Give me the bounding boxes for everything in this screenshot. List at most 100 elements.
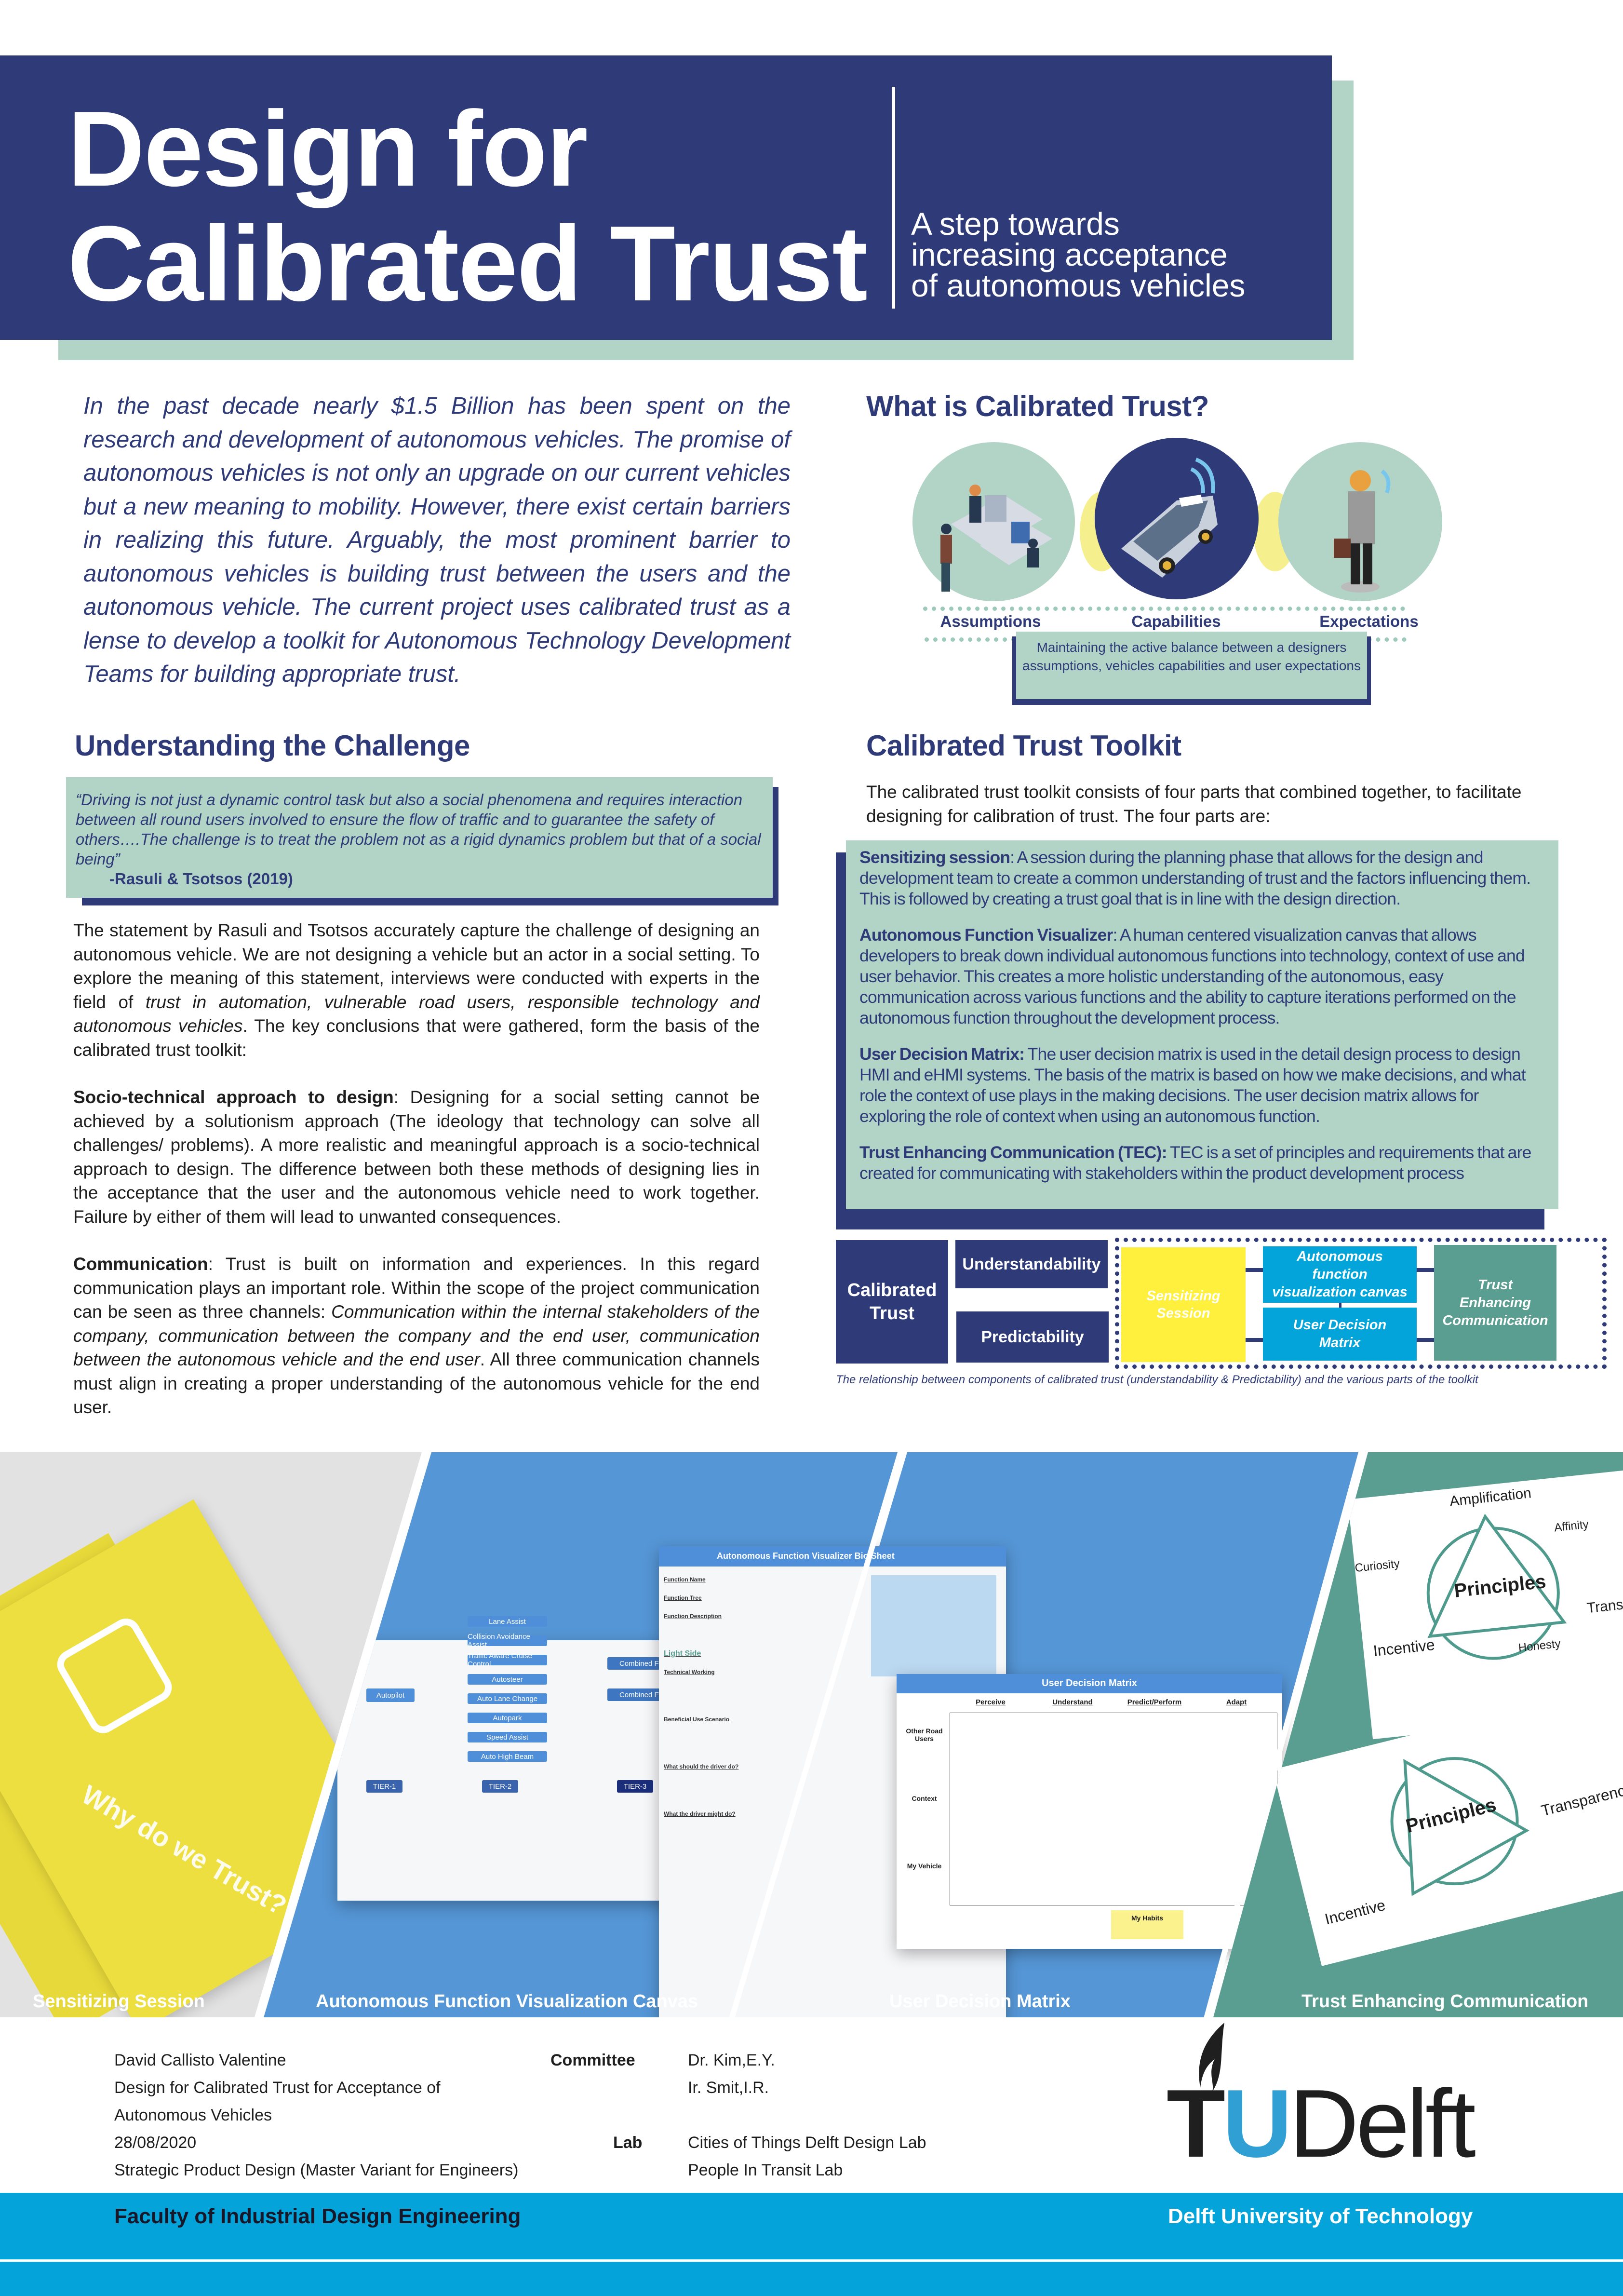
- part-text: TEC is a set of principles and requireme…: [859, 1143, 1531, 1183]
- my-habits-note: My Habits: [1111, 1910, 1183, 1939]
- logo-letter-t: T: [1167, 2070, 1225, 2177]
- light-side-label: Light Side: [664, 1649, 701, 1658]
- field-label: Function Description: [664, 1613, 722, 1620]
- part-text: : A human centered visualization canvas …: [859, 925, 1525, 1027]
- udm-row: Context: [912, 1795, 937, 1802]
- quote-source: -Rasuli & Tsotsos (2019): [109, 870, 293, 888]
- committee-member: Ir. Smit,I.R.: [688, 2079, 769, 2097]
- field-label: What should the driver do?: [664, 1763, 739, 1770]
- afv-tree-sheet: Autopilot Lane Assist Collision Avoidanc…: [337, 1616, 675, 1901]
- capabilities-illustration: [1095, 438, 1259, 599]
- tree-node: Autopark: [468, 1713, 547, 1723]
- committee-members: Dr. Kim,E.Y. Ir. Smit,I.R.: [688, 2047, 775, 2102]
- logo-delft: Delft: [1289, 2070, 1476, 2177]
- udm-column: Adapt: [1226, 1698, 1247, 1706]
- principles-diagram: [1390, 1757, 1529, 1896]
- principle-label: Curiosity: [1354, 1557, 1401, 1575]
- project-title: Autonomous Vehicles: [114, 2106, 272, 2124]
- field-label: What the driver might do?: [664, 1810, 736, 1817]
- bold-lead: Communication: [73, 1254, 208, 1274]
- tec-card-2: Principles Transparency Incentive: [1273, 1681, 1623, 1966]
- part-text: The user decision matrix is used in the …: [859, 1044, 1526, 1126]
- title-line-1: Design for: [67, 89, 588, 209]
- bio-sheet-title: Autonomous Function Visualizer Bio Sheet: [659, 1546, 1006, 1567]
- tu-delft-wordmark: TUDelft: [1167, 2076, 1476, 2172]
- subtitle-line: A step towards: [911, 206, 1120, 242]
- text: . The key conclusions that were gathered…: [73, 1016, 760, 1060]
- tier-label: TIER-2: [482, 1780, 518, 1793]
- logo-letter-u: U: [1222, 2070, 1292, 2177]
- tier-label: TIER-1: [366, 1780, 402, 1793]
- part-name: User Decision Matrix:: [859, 1044, 1025, 1064]
- italic-text: trust in automation, vulnerable road use…: [73, 992, 760, 1036]
- label-expectations: Expectations: [1319, 612, 1419, 630]
- field-label: Function Name: [664, 1576, 706, 1583]
- logo-tu: TU: [1167, 2070, 1292, 2177]
- udm-column: Perceive: [976, 1698, 1006, 1706]
- field-label: Technical Working: [664, 1669, 715, 1675]
- tree-node: Collision Avoidance Assist: [468, 1633, 547, 1649]
- challenge-paragraph: Communication: Trust is built on informa…: [73, 1252, 760, 1419]
- subtitle-line: of autonomous vehicles: [911, 268, 1246, 303]
- toolkit-heading: Calibrated Trust Toolkit: [866, 729, 1181, 762]
- faculty-name: Faculty of Industrial Design Engineering: [114, 2204, 521, 2228]
- text: The statement by Rasuli and Tsotsos accu…: [73, 920, 760, 1012]
- gallery-label-udm: User Decision Matrix: [889, 1991, 1071, 2012]
- challenge-paragraph: Socio-technical approach to design: Desi…: [73, 1085, 760, 1229]
- tier-label: TIER-3: [617, 1780, 653, 1793]
- title-line-2: Calibrated Trust: [67, 204, 868, 324]
- label-capabilities: Capabilities: [1131, 612, 1221, 630]
- connector-line: [1339, 1302, 1341, 1308]
- afv-canvas-box: Autonomous function visualization canvas: [1263, 1246, 1417, 1303]
- lab-name: People In Transit Lab: [688, 2161, 843, 2179]
- committee-member: Dr. Kim,E.Y.: [688, 2051, 775, 2069]
- author-name: David Callisto Valentine: [114, 2051, 286, 2069]
- booklet-title: Why do we Trust?: [76, 1779, 292, 1921]
- principles-diagram: [1426, 1513, 1567, 1660]
- bold-lead: Socio-technical approach to design: [73, 1087, 394, 1107]
- toolkit-part: Sensitizing session: A session during th…: [859, 847, 1547, 909]
- tree-node: Lane Assist: [468, 1616, 547, 1627]
- toolkit-gallery: Why do we Trust? Autopilot Lane Assist C…: [0, 1452, 1623, 2017]
- connector-line: [1417, 1338, 1434, 1342]
- challenge-heading: Understanding the Challenge: [75, 729, 470, 762]
- udm-columns: Perceive Understand Predict/Perform Adap…: [950, 1698, 1277, 1706]
- connector-line: [1417, 1268, 1434, 1272]
- tree-node: Traffic Aware Cruise Control: [468, 1652, 547, 1668]
- author-details: David Callisto Valentine Design for Cali…: [114, 2047, 518, 2184]
- businessman-icon: [1334, 469, 1391, 593]
- predictability-box: Predictability: [956, 1311, 1109, 1363]
- bottom-bar: [0, 2193, 1623, 2296]
- tu-delft-logo: TUDelft: [1167, 2020, 1514, 2172]
- connector-line: [1246, 1268, 1263, 1272]
- subtitle: A step towards increasing acceptance of …: [911, 208, 1245, 301]
- text: . All three communication channels must …: [73, 1350, 760, 1417]
- program: Strategic Product Design (Master Variant…: [114, 2161, 519, 2179]
- flame-icon: [1199, 2023, 1224, 2092]
- user-decision-matrix-box: User Decision Matrix: [1263, 1308, 1417, 1361]
- gallery-label-afv: Autonomous Function Visualization Canvas: [316, 1991, 698, 2012]
- lab-name: Cities of Things Delft Design Lab: [688, 2134, 926, 2152]
- udm-sheet: User Decision Matrix Perceive Understand…: [897, 1674, 1282, 1949]
- booklet-logo-icon: [52, 1613, 177, 1739]
- challenge-paragraph: The statement by Rasuli and Tsotsos accu…: [73, 918, 760, 1062]
- udm-row: My Vehicle: [907, 1862, 942, 1870]
- sensitizing-session-box: Sensitizing Session: [1121, 1247, 1246, 1362]
- assumptions-illustration: [912, 442, 1075, 601]
- tree-node: Speed Assist: [468, 1732, 547, 1742]
- calibrated-trust-box: Calibrated Trust: [836, 1240, 948, 1364]
- project-title: Design for Calibrated Trust for Acceptan…: [114, 2079, 441, 2097]
- udm-grid: [950, 1713, 1277, 1905]
- toolkit-part: Trust Enhancing Communication (TEC): TEC…: [859, 1142, 1547, 1184]
- part-name: Autonomous Function Visualizer: [859, 925, 1113, 945]
- udm-row: Other Road Users: [906, 1727, 943, 1742]
- intro-paragraph: In the past decade nearly $1.5 Billion h…: [83, 393, 791, 687]
- toolkit-parts: Sensitizing session: A session during th…: [846, 840, 1558, 1209]
- toolkit-group-border: [1115, 1238, 1607, 1369]
- autonomous-car-icon: [1121, 458, 1218, 578]
- diagram-caption: The relationship between components of c…: [836, 1373, 1478, 1386]
- udm-column: Understand: [1052, 1698, 1093, 1706]
- bio-sheet-fields: Function Name Function Tree Function Des…: [664, 1570, 738, 1823]
- quote-block: “Driving is not just a dynamic control t…: [66, 777, 773, 898]
- toolkit-part: User Decision Matrix: The user decision …: [859, 1044, 1547, 1127]
